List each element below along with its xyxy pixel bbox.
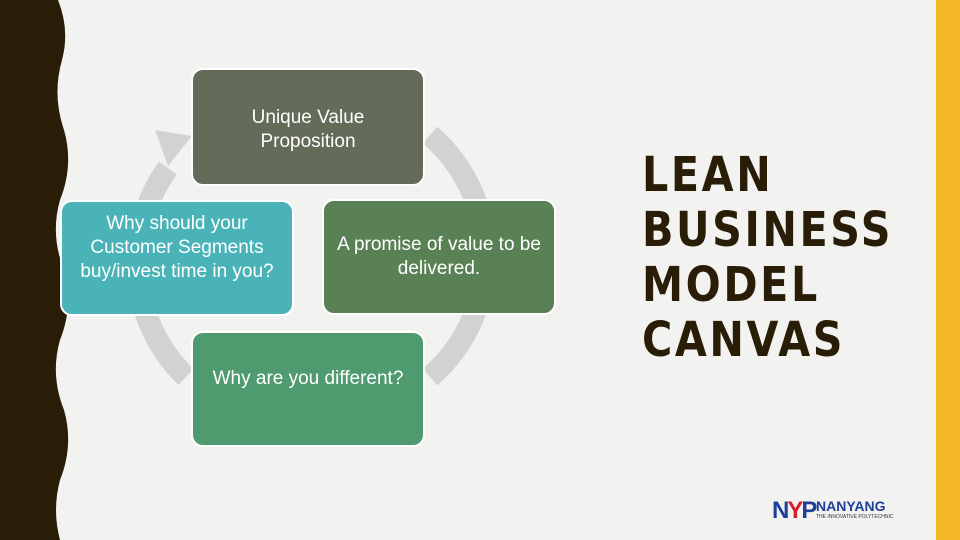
- cycle-arrowhead: [155, 130, 192, 166]
- value-promise-label: A promise of value to be delivered.: [337, 234, 541, 279]
- nanyang-polytechnic-logo: NYP NANYANG THE INNOVATIVE POLYTECHNIC: [772, 498, 902, 524]
- logo-name: NANYANG: [816, 498, 886, 514]
- title-line: MODEL: [642, 257, 820, 313]
- title-line: LEAN: [642, 147, 774, 203]
- customer-segments-label: Why should your Customer Segments buy/in…: [80, 213, 274, 282]
- logo-tagline: THE INNOVATIVE POLYTECHNIC: [816, 514, 894, 520]
- differentiation-label: Why are you different?: [212, 368, 404, 389]
- unique-value-proposition-label: Unique Value Proposition: [251, 107, 365, 152]
- unique-value-proposition-box: Unique Value Proposition: [191, 68, 425, 186]
- nyp-logo-mark: NYP: [772, 497, 817, 524]
- differentiation-box: Why are you different?: [191, 331, 425, 447]
- title-line: BUSINESS: [642, 202, 894, 258]
- title-line: CANVAS: [642, 312, 846, 368]
- dark-wavy-left-edge: [0, 0, 69, 540]
- customer-segments-box: Why should your Customer Segments buy/in…: [60, 200, 294, 316]
- slide-title: LEAN BUSINESS MODEL CANVAS: [642, 147, 894, 368]
- accent-stripe: [936, 0, 960, 540]
- value-promise-box: A promise of value to be delivered.: [322, 199, 556, 315]
